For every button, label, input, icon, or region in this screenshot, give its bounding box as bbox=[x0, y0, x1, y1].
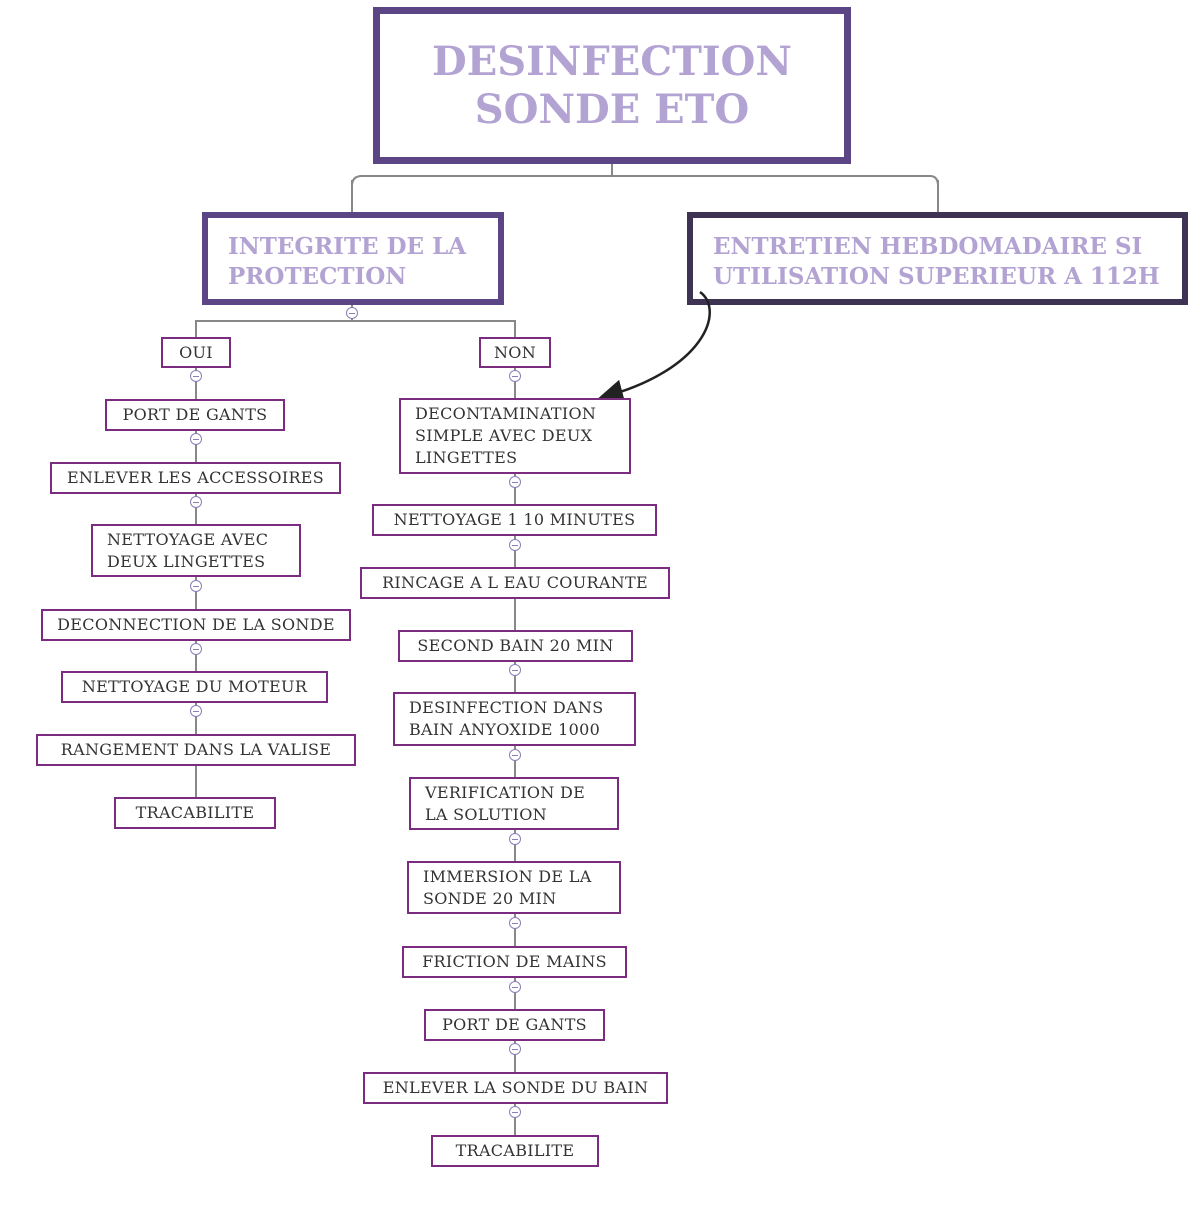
step-oui-2: ENLEVER LES ACCESSOIRES bbox=[50, 462, 341, 494]
collapse-toggle[interactable] bbox=[509, 539, 521, 551]
collapse-toggle[interactable] bbox=[509, 1106, 521, 1118]
branch-integrite: INTEGRITE DE LA PROTECTION bbox=[202, 212, 504, 305]
step-label: ENLEVER LES ACCESSOIRES bbox=[66, 468, 325, 487]
step-non-1: DECONTAMINATION SIMPLE AVEC DEUX LINGETT… bbox=[399, 398, 631, 474]
step-label: NETTOYAGE 1 10 MINUTES bbox=[393, 510, 636, 529]
step-label: RINCAGE A L EAU COURANTE bbox=[382, 573, 648, 592]
branch-entretien: ENTRETIEN HEBDOMADAIRE SI UTILISATION SU… bbox=[687, 212, 1188, 305]
collapse-toggle[interactable] bbox=[190, 580, 202, 592]
branch-entretien-label: ENTRETIEN HEBDOMADAIRE SI UTILISATION SU… bbox=[713, 233, 1160, 290]
step-non-9: PORT DE GANTS bbox=[424, 1009, 605, 1041]
collapse-toggle[interactable] bbox=[509, 1043, 521, 1055]
collapse-toggle[interactable] bbox=[509, 749, 521, 761]
collapse-toggle[interactable] bbox=[190, 433, 202, 445]
node-label: OUI bbox=[179, 342, 213, 362]
step-label: DECONTAMINATION SIMPLE AVEC DEUX LINGETT… bbox=[415, 404, 597, 467]
step-oui-7: TRACABILITE bbox=[114, 797, 276, 829]
step-non-3: RINCAGE A L EAU COURANTE bbox=[360, 567, 670, 599]
collapse-toggle[interactable] bbox=[509, 917, 521, 929]
step-oui-4: DECONNECTION DE LA SONDE bbox=[41, 609, 351, 641]
step-oui-5: NETTOYAGE DU MOTEUR bbox=[61, 671, 328, 703]
collapse-toggle[interactable] bbox=[190, 705, 202, 717]
step-label: PORT DE GANTS bbox=[442, 1015, 587, 1034]
step-oui-3: NETTOYAGE AVEC DEUX LINGETTES bbox=[91, 524, 301, 577]
step-label: FRICTION DE MAINS bbox=[422, 952, 607, 971]
step-label: VERIFICATION DE LA SOLUTION bbox=[425, 782, 586, 824]
step-non-6: VERIFICATION DE LA SOLUTION bbox=[409, 777, 619, 830]
step-label: SECOND BAIN 20 MIN bbox=[417, 636, 614, 655]
collapse-toggle-oui[interactable] bbox=[190, 370, 202, 382]
step-label: ENLEVER LA SONDE DU BAIN bbox=[382, 1078, 649, 1097]
step-label: DECONNECTION DE LA SONDE bbox=[57, 615, 335, 634]
connector bbox=[362, 175, 930, 177]
step-oui-1: PORT DE GANTS bbox=[105, 399, 285, 431]
step-label: TRACABILITE bbox=[455, 1141, 575, 1160]
title-box: DESINFECTION SONDE ETO bbox=[373, 7, 851, 164]
step-non-8: FRICTION DE MAINS bbox=[402, 946, 627, 978]
connector bbox=[611, 162, 613, 175]
branch-integrite-label: INTEGRITE DE LA PROTECTION bbox=[228, 233, 467, 290]
step-non-7: IMMERSION DE LA SONDE 20 MIN bbox=[407, 861, 621, 914]
connector bbox=[195, 320, 197, 337]
step-non-4: SECOND BAIN 20 MIN bbox=[398, 630, 633, 662]
collapse-toggle[interactable] bbox=[509, 476, 521, 488]
collapse-toggle-integrite[interactable] bbox=[346, 307, 358, 319]
collapse-toggle-non[interactable] bbox=[509, 370, 521, 382]
step-non-2: NETTOYAGE 1 10 MINUTES bbox=[372, 504, 657, 536]
connector bbox=[195, 320, 516, 322]
collapse-toggle[interactable] bbox=[509, 664, 521, 676]
node-label: NON bbox=[493, 342, 537, 362]
step-label: RANGEMENT DANS LA VALISE bbox=[60, 740, 332, 759]
connector bbox=[514, 320, 516, 337]
step-label: NETTOYAGE DU MOTEUR bbox=[81, 677, 308, 696]
collapse-toggle[interactable] bbox=[190, 496, 202, 508]
collapse-toggle[interactable] bbox=[509, 833, 521, 845]
step-non-10: ENLEVER LA SONDE DU BAIN bbox=[363, 1072, 668, 1104]
step-non-5: DESINFECTION DANS BAIN ANYOXIDE 1000 bbox=[393, 692, 636, 746]
step-label: TRACABILITE bbox=[135, 803, 255, 822]
step-label: NETTOYAGE AVEC DEUX LINGETTES bbox=[107, 529, 269, 571]
step-label: IMMERSION DE LA SONDE 20 MIN bbox=[423, 866, 592, 908]
node-oui: OUI bbox=[161, 337, 231, 368]
title: DESINFECTION SONDE ETO bbox=[432, 37, 792, 133]
collapse-toggle[interactable] bbox=[190, 643, 202, 655]
step-oui-6: RANGEMENT DANS LA VALISE bbox=[36, 734, 356, 766]
node-non: NON bbox=[479, 337, 551, 368]
step-non-11: TRACABILITE bbox=[431, 1135, 599, 1167]
collapse-toggle[interactable] bbox=[509, 981, 521, 993]
step-label: PORT DE GANTS bbox=[122, 405, 268, 424]
step-label: DESINFECTION DANS BAIN ANYOXIDE 1000 bbox=[409, 698, 604, 739]
